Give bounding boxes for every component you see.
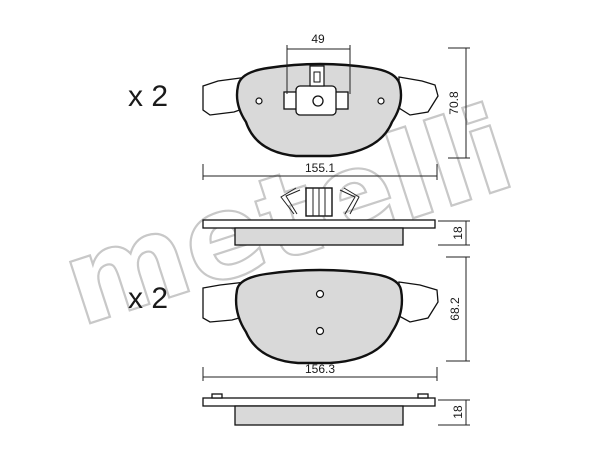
bottom-side-friction — [234, 405, 404, 426]
bottom-side-plate — [202, 397, 436, 407]
sensor-width-dimension: 49 — [311, 32, 325, 46]
top-height-dimension: 70.8 — [447, 91, 461, 115]
top-side-friction — [234, 227, 404, 246]
bottom-length-dimension: 156.3 — [305, 362, 335, 376]
bottom-height-dimension: 68.2 — [448, 297, 462, 321]
bottom-hole-lower — [315, 326, 325, 336]
top-length-dimension: 155.1 — [305, 161, 335, 175]
top-hole-right — [377, 97, 385, 105]
top-pad-side-view: 18 — [202, 219, 470, 246]
top-side-plate — [202, 219, 436, 229]
bottom-side-tab-left — [211, 393, 223, 399]
bottom-quantity-label: x 2 — [128, 282, 168, 315]
top-thickness-dimension: 18 — [451, 226, 465, 240]
bottom-friction-material — [234, 268, 404, 365]
top-hole-left — [255, 97, 263, 105]
bottom-pad-side-view: 18 — [202, 393, 470, 426]
bottom-pad-front-view: 156.3 68.2 — [202, 256, 470, 381]
top-quantity-label: x 2 — [128, 80, 168, 113]
bottom-side-tab-right — [417, 393, 429, 399]
top-wear-sensor — [283, 65, 349, 116]
bottom-hole-upper — [315, 289, 325, 299]
spring-clip — [280, 187, 360, 217]
top-pad-front-view: 49 155.1 70.8 — [202, 32, 470, 180]
bottom-thickness-dimension: 18 — [451, 405, 465, 419]
